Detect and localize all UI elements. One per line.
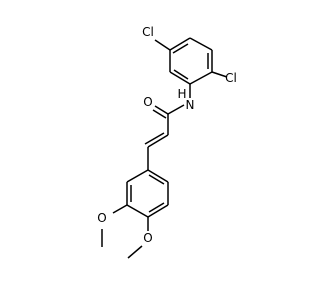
bond (154, 39, 171, 51)
bond (169, 71, 191, 85)
chemical-structure-diagram: Cl Cl H N O O O (97, 25, 237, 259)
bond (173, 69, 189, 80)
bond (169, 37, 191, 51)
bond (152, 109, 167, 119)
atom-label-o: O (97, 211, 106, 225)
atom-label-cl: Cl (225, 71, 237, 85)
bond (154, 105, 169, 115)
bond (189, 71, 213, 85)
bond (144, 132, 165, 145)
bond (172, 43, 189, 54)
bond (126, 169, 149, 183)
bond (147, 204, 169, 218)
bond (167, 104, 185, 115)
atom-label-o: O (143, 95, 152, 109)
bonds (101, 37, 228, 259)
bond (148, 174, 165, 185)
bond (211, 71, 228, 78)
bond (189, 37, 213, 51)
atom-labels: Cl Cl H N O O O (97, 25, 237, 245)
atom-label-h: H (177, 87, 186, 101)
atom-label-cl: Cl (142, 25, 154, 39)
bond (126, 204, 149, 218)
bond (148, 202, 165, 213)
atom-label-n: N (186, 98, 195, 112)
bond (147, 134, 169, 148)
atom-label-o: O (143, 231, 152, 245)
structure-canvas: Cl Cl H N O O O (97, 25, 237, 259)
bond (147, 169, 169, 183)
bond (127, 245, 143, 259)
bond (112, 204, 128, 214)
